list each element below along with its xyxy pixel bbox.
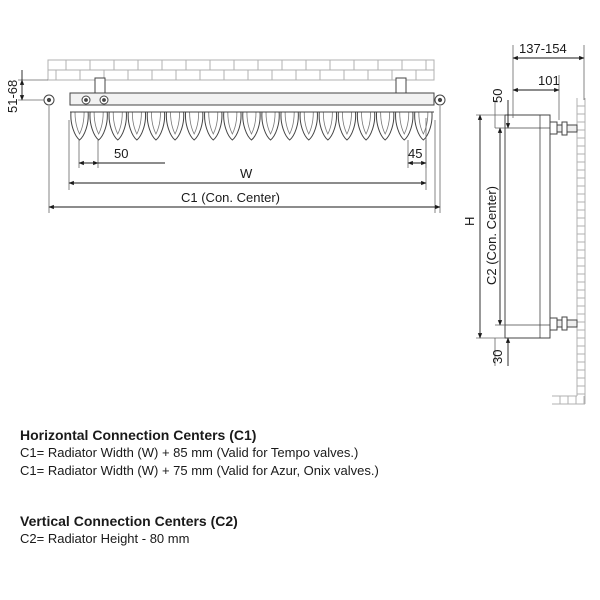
c2-label: C2 (Con. Center)	[484, 186, 499, 285]
depth-radiator-label: 101	[538, 73, 560, 88]
fin-inner-line	[418, 111, 429, 135]
fin-inner-line	[208, 111, 219, 135]
fin-inner-line	[380, 111, 391, 135]
horizontal-notes-block: Horizontal Connection Centers (C1) C1= R…	[20, 426, 580, 480]
fin-outline	[146, 111, 166, 141]
vertical-notes-block: Vertical Connection Centers (C2) C2= Rad…	[20, 512, 580, 548]
top-offset-label: 50	[490, 89, 505, 103]
fin-inner-line	[93, 111, 104, 135]
bottom-offset-label: 30	[490, 350, 505, 364]
fin-outline	[204, 111, 223, 141]
fin-outline	[395, 111, 414, 141]
fin-outline	[318, 111, 338, 141]
wall-brick-column	[552, 98, 586, 405]
fin-inner-line	[303, 111, 314, 135]
wall-bracket-right	[395, 77, 407, 95]
vertical-line-1: C2= Radiator Height - 80 mm	[20, 531, 190, 546]
fin-outline	[223, 111, 242, 141]
fin-inner-line	[112, 111, 123, 135]
fin-outline	[184, 111, 204, 141]
header-pipe	[69, 92, 435, 106]
side-view: 137-154 101 50 H C2 (Con. Center) 30	[462, 41, 586, 405]
top-view: 50 45 W C1 (Con. Center) 51-68	[5, 59, 446, 213]
fin-inner-line	[151, 111, 161, 135]
fin-outline	[108, 111, 127, 141]
fin-inner-line	[399, 111, 410, 135]
fin-outline	[414, 111, 433, 141]
radiator-side-body	[504, 114, 551, 339]
connection-notes: Horizontal Connection Centers (C1) C1= R…	[20, 426, 580, 548]
fin-outline	[127, 111, 147, 141]
fin-outline	[261, 111, 280, 141]
width-label: W	[240, 166, 253, 181]
wall-bracket-left	[94, 77, 106, 95]
fin-inner-line	[265, 111, 276, 135]
fin-inner-line	[170, 111, 180, 135]
valve-symbols	[43, 94, 446, 106]
height-label: H	[462, 217, 477, 226]
wall-offset-label: 51-68	[5, 80, 20, 113]
vertical-heading: Vertical Connection Centers (C2)	[20, 513, 238, 529]
depth-total-label: 137-154	[519, 41, 567, 56]
fin-pitch-label: 50	[114, 146, 128, 161]
c1-label: C1 (Con. Center)	[181, 190, 280, 205]
fin-outline	[165, 111, 185, 141]
fin-inner-line	[284, 111, 295, 135]
horizontal-heading: Horizontal Connection Centers (C1)	[20, 427, 257, 443]
fin-outline	[375, 111, 395, 141]
fin-outline	[356, 111, 376, 141]
fin-outline	[70, 111, 89, 141]
fin-outline	[299, 111, 318, 141]
fin-inner-line	[361, 111, 371, 135]
wall-brick-strip	[47, 59, 435, 81]
fin-outline	[89, 111, 108, 141]
horizontal-line-2: C1= Radiator Width (W) + 75 mm (Valid fo…	[20, 463, 379, 478]
fin-inner-line	[246, 111, 257, 135]
end-offset-label: 45	[408, 146, 422, 161]
fin-inner-line	[227, 111, 238, 135]
horizontal-line-1: C1= Radiator Width (W) + 85 mm (Valid fo…	[20, 445, 359, 460]
fin-outline	[337, 111, 357, 141]
fin-outline	[280, 111, 299, 141]
radiator-technical-drawing: 50 45 W C1 (Con. Center) 51-68	[5, 41, 586, 405]
fin-inner-line	[189, 111, 200, 135]
fin-outline	[242, 111, 261, 141]
fin-inner-line	[322, 111, 333, 135]
radiator-fins	[70, 111, 434, 141]
fin-inner-line	[342, 111, 352, 135]
fin-inner-line	[74, 111, 85, 135]
fin-inner-line	[131, 111, 142, 135]
